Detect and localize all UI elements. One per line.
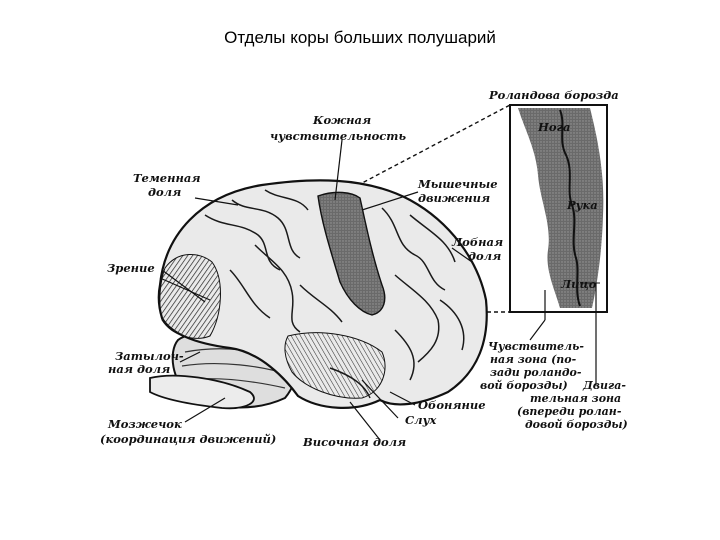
label-rolandic-sulcus: Роландова борозда <box>488 88 619 102</box>
label-sensory-zone-4: вой борозды) <box>480 379 568 392</box>
label-cerebellum-1: Мозжечок <box>107 417 182 431</box>
label-arm: Рука <box>566 198 598 212</box>
label-skin-sensitivity-1: Кожная <box>312 113 371 127</box>
label-frontal-2: доля <box>468 249 501 263</box>
label-face: Лицо <box>560 277 597 291</box>
label-sensory-zone-2: ная зона (по- <box>490 353 577 366</box>
label-sensory-zone-1: Чувствитель- <box>488 340 584 353</box>
label-leg: Нога <box>537 120 570 134</box>
rolandic-zoom-box <box>509 104 608 385</box>
label-motor-zone-4: довой борозды) <box>525 418 628 431</box>
auditory-area <box>284 332 386 399</box>
label-vision: Зрение <box>107 261 155 275</box>
gyri <box>204 189 465 399</box>
label-temporal: Височная доля <box>302 435 406 449</box>
label-sensory-zone-3: зади роландо- <box>490 366 582 379</box>
label-parietal-2: доля <box>148 185 181 199</box>
label-parietal-1: Теменная <box>133 171 201 185</box>
label-occipital-1: Затылоч- <box>115 349 184 363</box>
label-motor-zone-1: Двига- <box>582 379 626 392</box>
label-motor-zone-2: тельная зона <box>530 392 621 405</box>
label-frontal-1: Лобная <box>451 235 503 249</box>
label-muscle-1: Мышечные <box>417 177 498 191</box>
label-pointers <box>159 139 546 441</box>
rolandic-sulcus-line <box>559 109 581 307</box>
label-motor-zone-3: (впереди ролан- <box>517 405 622 418</box>
visual-area <box>159 254 221 339</box>
cerebral-hemisphere <box>157 179 488 409</box>
slide-title: Отделы коры больших полушарий <box>224 28 496 47</box>
label-hearing: Слух <box>405 413 436 427</box>
rolandic-strip <box>317 191 386 316</box>
label-muscle-2: движения <box>418 191 490 205</box>
label-occipital-2: ная доля <box>108 362 170 376</box>
label-skin-sensitivity-2: чувствительность <box>270 129 406 143</box>
brain-stem <box>149 374 255 410</box>
label-cerebellum-2: (координация движений) <box>100 432 276 446</box>
label-smell: Обоняние <box>418 398 486 412</box>
